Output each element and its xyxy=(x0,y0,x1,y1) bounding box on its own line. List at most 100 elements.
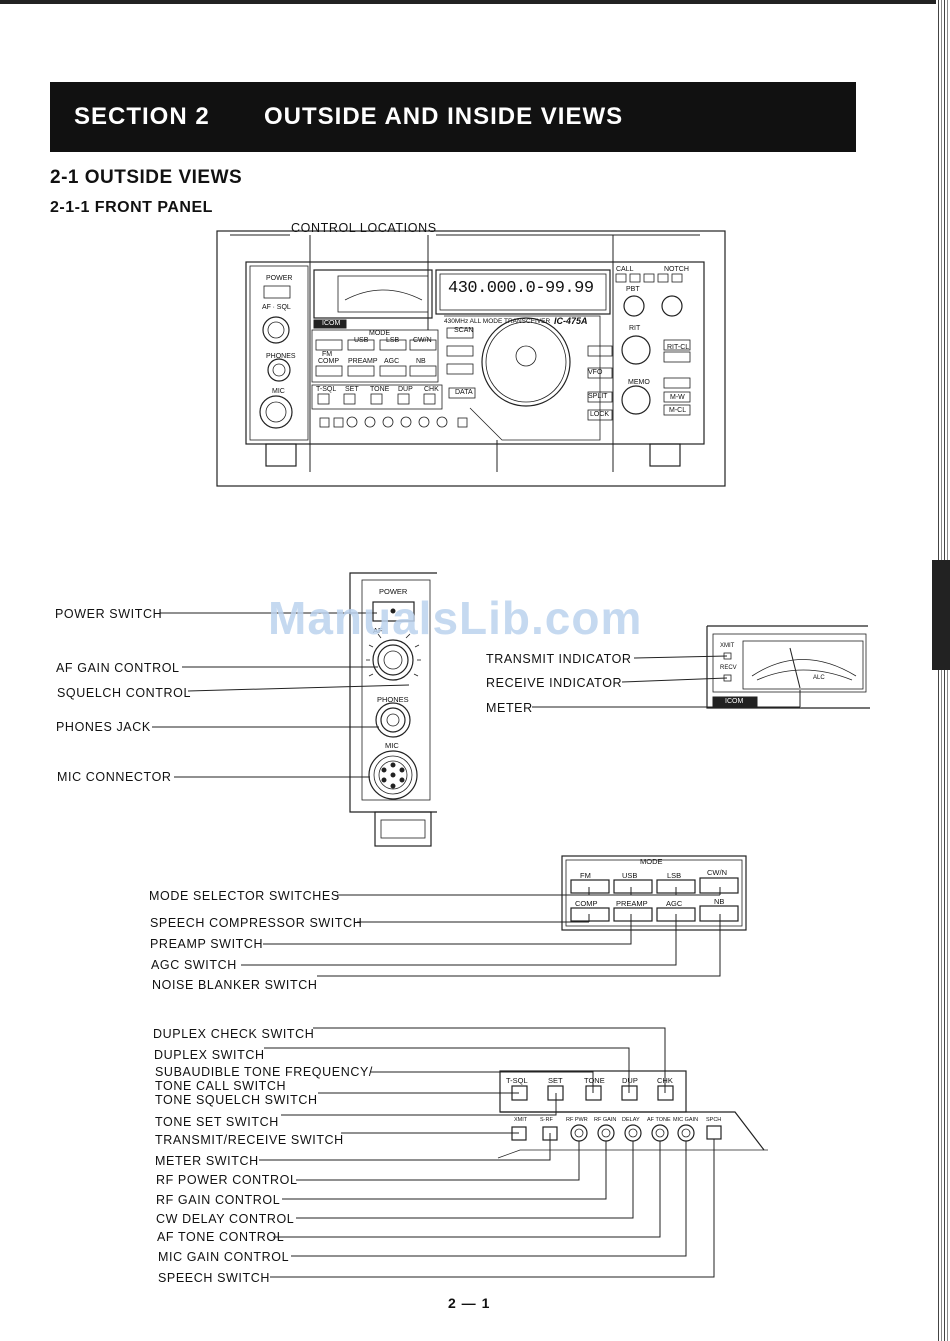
label-speech-switch: SPEECH SWITCH xyxy=(158,1271,270,1285)
front-pbt-label: PBT xyxy=(626,286,640,293)
label-af-tone-control: AF TONE CONTROL xyxy=(157,1230,285,1244)
meter-brand: ICOM xyxy=(725,698,744,705)
front-lsb-label: LSB xyxy=(386,337,400,344)
label-tone-set-switch: TONE SET SWITCH xyxy=(155,1115,279,1129)
front-mode-label: MODE xyxy=(369,330,390,337)
left-phones-text: PHONES xyxy=(377,695,409,704)
meter-recv-text: RECV xyxy=(720,665,737,671)
label-receive-indicator: RECEIVE INDICATOR xyxy=(486,676,623,690)
left-section xyxy=(249,265,309,441)
label-rf-gain-control: RF GAIN CONTROL xyxy=(156,1193,281,1207)
front-brand: ICOM xyxy=(322,320,341,327)
front-tone-label: TONE xyxy=(370,386,390,393)
label-agc-switch: AGC SWITCH xyxy=(151,958,237,972)
front-mcl-label: M-CL xyxy=(669,407,687,414)
front-agc-label: AGC xyxy=(384,358,400,365)
front-notch-label: NOTCH xyxy=(664,266,689,273)
phones-jack-shape xyxy=(267,358,291,382)
radio-body xyxy=(245,261,705,445)
label-noise-blanker-switch: NOISE BLANKER SWITCH xyxy=(152,978,318,992)
front-dup-label: DUP xyxy=(398,386,413,393)
front-cwn-label: CW/N xyxy=(413,337,432,344)
mode-agc: AGC xyxy=(666,899,683,908)
label-af-gain-control: AF GAIN CONTROL xyxy=(56,661,180,675)
front-rit-cl-label: RIT-CL xyxy=(667,344,690,351)
heading-front-panel: 2-1-1 FRONT PANEL xyxy=(50,199,213,216)
notch-knob xyxy=(661,295,683,317)
model-description: 430MHz ALL MODE TRANSCEIVER xyxy=(444,318,551,325)
left-af-text: AF xyxy=(373,626,383,635)
lower-rfpwr: RF PWR xyxy=(566,1117,588,1123)
mode-title: MODE xyxy=(640,857,663,866)
label-mode-selector-switches: MODE SELECTOR SWITCHES xyxy=(149,889,340,903)
page-edge-binding xyxy=(936,0,950,1341)
phones-jack-detail xyxy=(375,702,411,738)
lower-srf: S·RF xyxy=(540,1117,553,1123)
lower-chk: CHK xyxy=(657,1076,673,1085)
lower-xmit: XMIT xyxy=(514,1117,528,1123)
label-mic-gain-control: MIC GAIN CONTROL xyxy=(158,1250,290,1264)
mode-block xyxy=(311,329,439,383)
front-mic-label: MIC xyxy=(272,388,285,395)
meter-window xyxy=(313,269,433,319)
front-usb-label: USB xyxy=(354,337,369,344)
front-fm-label: FM xyxy=(322,351,333,358)
front-mw-label: M-W xyxy=(670,394,685,401)
lcd-display xyxy=(435,269,611,315)
section-number: SECTION 2 xyxy=(74,103,210,130)
label-squelch-control: SQUELCH CONTROL xyxy=(57,686,192,700)
heading-outside-views: 2-1 OUTSIDE VIEWS xyxy=(50,167,243,188)
front-chk-label: CHK xyxy=(424,386,439,393)
mode-comp: COMP xyxy=(575,899,598,908)
section-title: OUTSIDE AND INSIDE VIEWS xyxy=(264,103,624,130)
mode-preamp: PREAMP xyxy=(616,899,648,908)
front-scan-label: SCAN xyxy=(454,327,474,334)
figure-caption: CONTROL LOCATIONS xyxy=(291,221,437,235)
watermark: ManualsLib.com xyxy=(268,592,643,644)
label-phones-jack: PHONES JACK xyxy=(56,720,151,734)
label-preamp-switch: PREAMP SWITCH xyxy=(150,937,264,951)
label-tone-squelch-switch: TONE SQUELCH SWITCH xyxy=(155,1093,318,1107)
front-comp-label: COMP xyxy=(318,358,339,365)
front-call-label: CALL xyxy=(616,266,634,273)
pbt-knob xyxy=(623,295,645,317)
label-rf-power-control: RF POWER CONTROL xyxy=(156,1173,298,1187)
model-name: IC-475A xyxy=(554,316,588,326)
label-mic-connector: MIC CONNECTOR xyxy=(57,770,172,784)
label-duplex-check-switch: DUPLEX CHECK SWITCH xyxy=(153,1027,315,1041)
front-memo-label: MEMO xyxy=(628,379,650,386)
label-cw-delay-control: CW DELAY CONTROL xyxy=(156,1212,295,1226)
icom-logo-block xyxy=(313,319,347,329)
front-phones-label: PHONES xyxy=(266,353,296,360)
section-banner: SECTION 2 OUTSIDE AND INSIDE VIEWS xyxy=(50,82,856,152)
mode-fm: FM xyxy=(580,871,591,880)
power-switch-shape xyxy=(372,601,415,622)
label-meter-switch: METER SWITCH xyxy=(155,1154,259,1168)
label-transmit-receive-switch: TRANSMIT/RECEIVE SWITCH xyxy=(155,1133,344,1147)
front-lock-label: LOCK xyxy=(590,411,610,418)
label-speech-compressor-switch: SPEECH COMPRESSOR SWITCH xyxy=(150,916,363,930)
lower-tone: TONE xyxy=(584,1076,605,1085)
mic-connector-detail xyxy=(368,750,418,800)
lower-spch: SPCH xyxy=(706,1117,722,1123)
label-tone-call-switch: TONE CALL SWITCH xyxy=(155,1079,287,1093)
front-rit-label: RIT xyxy=(629,325,641,332)
right-foot xyxy=(649,443,681,467)
af-gain-knob xyxy=(372,639,414,681)
label-transmit-indicator: TRANSMIT INDICATOR xyxy=(486,652,632,666)
main-tuning-dial xyxy=(481,317,571,407)
lcd-frequency: 430.000.0-99.99 xyxy=(448,279,594,298)
figure-frame xyxy=(216,230,726,487)
mic-connector-shape xyxy=(259,395,293,429)
label-power-switch: POWER SWITCH xyxy=(55,607,163,621)
lower-micgain: MIC GAIN xyxy=(673,1117,699,1123)
front-preamp-label: PREAMP xyxy=(348,358,378,365)
front-power-label: POWER xyxy=(266,275,293,282)
mode-lsb: LSB xyxy=(667,871,682,880)
lower-dup: DUP xyxy=(622,1076,638,1085)
mode-cwn: CW/N xyxy=(707,868,727,877)
